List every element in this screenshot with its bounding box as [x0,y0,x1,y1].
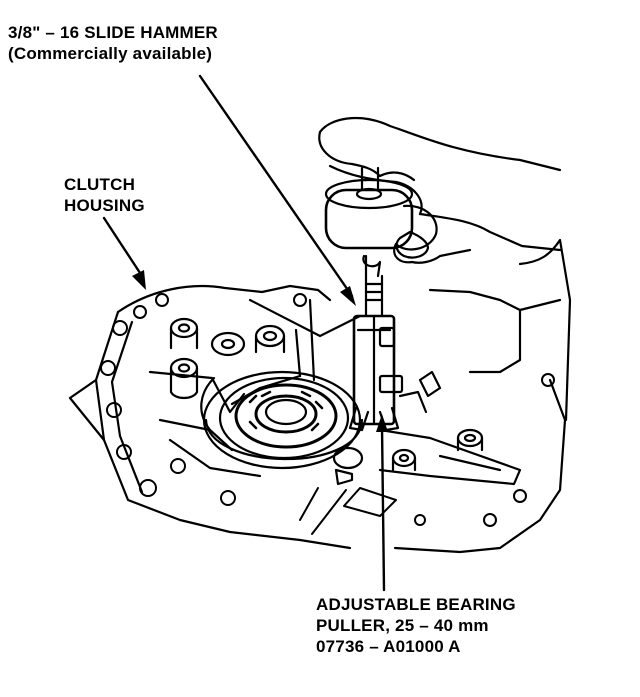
clutch-leader [102,216,144,278]
bore-seal-lip [204,418,364,461]
clutch-housing-drawing [68,238,572,554]
bearing-puller-part-number: 07736 – A01000 A [316,637,461,656]
bearing-puller-callout: ADJUSTABLE BEARING PULLER, 25 – 40 mm 07… [316,594,516,657]
slide-hammer-callout: 3/8" – 16 SLIDE HAMMER (Commercially ava… [8,22,218,64]
shift-linkage [299,370,522,535]
hammer-arrowhead [340,286,356,306]
bearing-puller-line2: PULLER, 25 – 40 mm [316,616,489,635]
leader-lines [102,74,388,592]
bearing-assembly [202,370,364,470]
housing-right-edge [468,308,522,374]
bearing-bore [264,398,308,426]
lever-plate [378,428,522,486]
housing-studs [169,317,286,400]
clutch-housing-line1: CLUTCH [64,175,136,194]
housing-left-edge [94,310,352,550]
flange-bolt-holes [100,293,555,527]
bore-outer [202,370,362,470]
bearing-outer-race [234,383,338,449]
bearing-puller-line1: ADJUSTABLE BEARING [316,595,516,614]
housing-flange-outline [116,284,332,314]
slide-hammer-title: 3/8" – 16 SLIDE HAMMER [8,23,218,42]
puller-threaded-shaft [364,274,384,318]
clutch-arrowhead [132,270,146,290]
housing-right-upper [428,288,562,312]
hand-drawing [318,117,562,264]
slide-hammer-note: (Commercially available) [8,44,213,63]
clutch-housing-callout: CLUTCH HOUSING [64,174,145,216]
bearing-balls [248,390,324,432]
puller-leader [380,424,386,592]
housing-right-side [518,238,572,422]
clutch-housing-line2: HOUSING [64,196,145,215]
bearing-puller-tool [324,166,414,432]
bearing-inner-race [254,394,318,434]
hammer-leader [198,74,354,298]
housing-left-wall [68,378,106,442]
housing-left-inner-edge [110,320,144,494]
puller-arrowhead [376,414,388,432]
